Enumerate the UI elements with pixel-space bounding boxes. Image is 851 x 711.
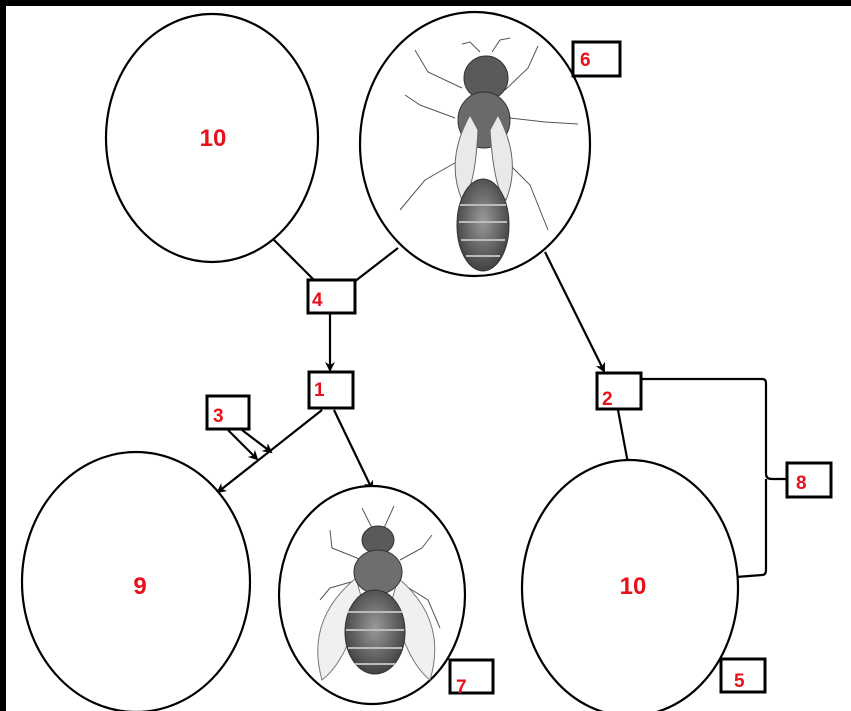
circle-top-left [104, 12, 320, 264]
arrow-queen-to-2 [544, 251, 605, 373]
connector-queen-to-4 [353, 247, 399, 283]
queen-bee-image [399, 37, 579, 272]
box-4-label: 4 [312, 290, 323, 311]
box-6-label: 6 [580, 50, 591, 71]
bracket-8 [641, 377, 786, 579]
box-7-label: 7 [456, 677, 467, 698]
box-7: 7 [448, 658, 495, 698]
box-8-label: 8 [796, 473, 807, 494]
box-1-label: 1 [314, 380, 325, 401]
arrow-3-b [241, 429, 273, 454]
box-3: 3 [205, 394, 251, 431]
box-2-label: 2 [602, 389, 613, 410]
box-4: 4 [306, 278, 357, 315]
label-bottom-left-circle: 9 [133, 573, 146, 600]
box-2: 2 [595, 371, 643, 411]
box-6: 6 [571, 40, 622, 78]
label-bottom-right-circle: 10 [620, 573, 647, 600]
box-5-label: 5 [734, 671, 745, 692]
circle-bottom-right [520, 458, 740, 711]
arrow-1-to-worker [333, 409, 374, 491]
box-5: 5 [719, 657, 767, 694]
arrow-3-a [227, 429, 259, 461]
box-1: 1 [307, 370, 355, 410]
label-top-left-circle: 10 [200, 125, 227, 152]
box-8: 8 [785, 461, 833, 499]
connector-left-to-4 [271, 237, 317, 283]
worker-bee-image [317, 505, 441, 681]
circle-bottom-left [20, 450, 252, 711]
box-3-label: 3 [213, 406, 224, 427]
